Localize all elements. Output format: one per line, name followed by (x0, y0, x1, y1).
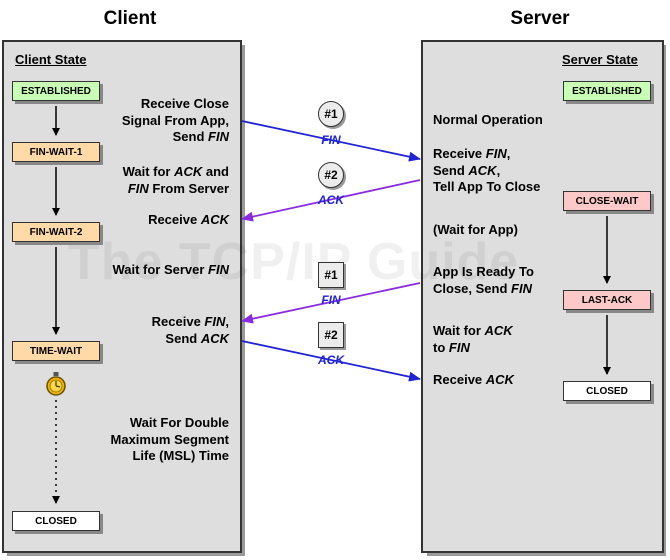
segment-3-square: #1 (318, 262, 344, 288)
client-title: Client (103, 8, 157, 29)
server-state-close-wait: CLOSE-WAIT (563, 191, 651, 211)
server-label-normal-operation: Normal Operation (433, 112, 543, 127)
client-state-closed: CLOSED (12, 511, 100, 531)
watermark: The TCP/IP Guide (68, 233, 520, 291)
client-label-receive-ack: Receive ACK (148, 212, 229, 227)
segment-arrow-fin-client-to-server (241, 120, 421, 162)
client-panel (2, 40, 242, 553)
server-label-receive-fin: Receive FIN, Send ACK, Tell App To Close (433, 146, 541, 194)
stopwatch-icon (46, 372, 66, 396)
client-label-wait-ack-fin: Wait for ACK and FIN From Server (122, 164, 229, 196)
client-state-fin-wait-2: FIN-WAIT-2 (12, 222, 100, 242)
server-state-established: ESTABLISHED (563, 81, 651, 101)
segment-4-label: ACK (318, 353, 344, 367)
segment-arrow-ack-server-to-client (241, 179, 421, 222)
server-label-wait-ack: Wait for ACK to FIN (433, 323, 513, 355)
segment-1-circle: #1 (318, 101, 344, 127)
segment-2-label: ACK (318, 193, 344, 207)
client-label-receive-close: Receive Close Signal From App, Send FIN (121, 96, 229, 144)
server-label-receive-ack: Receive ACK (433, 372, 514, 387)
client-state-established: ESTABLISHED (12, 81, 100, 101)
client-state-time-wait: TIME-WAIT (12, 341, 100, 361)
server-title: Server (510, 8, 570, 29)
client-state-fin-wait-1: FIN-WAIT-1 (12, 142, 100, 162)
server-state-closed: CLOSED (563, 381, 651, 401)
segment-2-circle: #2 (318, 162, 344, 188)
segment-4-square: #2 (318, 322, 344, 348)
server-label-app-ready: App Is Ready To Close, Send FIN (433, 264, 534, 296)
segment-3-label: FIN (321, 293, 341, 307)
segment-arrow-ack-client-to-server (241, 340, 421, 382)
server-label-wait-for-app: (Wait for App) (433, 222, 518, 237)
client-label-receive-fin-send-ack: Receive FIN, Send ACK (151, 314, 229, 346)
server-state-header: Server State (562, 52, 638, 67)
client-label-wait-double-msl: Wait For Double Maximum Segment Life (MS… (110, 415, 229, 463)
client-label-wait-server-fin: Wait for Server FIN (112, 262, 229, 277)
segment-arrow-fin-server-to-client (241, 282, 421, 324)
segment-1-label: FIN (321, 133, 341, 147)
server-state-last-ack: LAST-ACK (563, 290, 651, 310)
client-state-header: Client State (15, 52, 87, 67)
